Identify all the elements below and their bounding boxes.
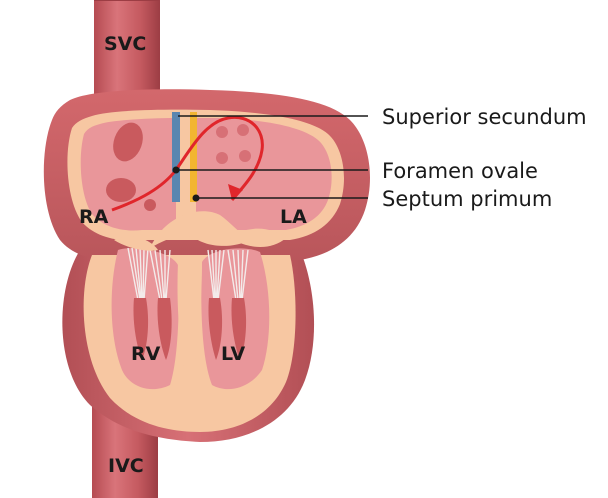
- septum-primum-label: Septum primum: [382, 187, 552, 211]
- septum-primum-band: [190, 112, 197, 202]
- ivc-label: IVC: [108, 455, 144, 477]
- coronary-sinus-opening: [144, 199, 156, 211]
- ivc-opening: [106, 178, 136, 202]
- foramen-ovale-label: Foramen ovale: [382, 159, 538, 183]
- rv-label: RV: [131, 343, 161, 365]
- septum-secundum-band: [172, 112, 180, 202]
- superior-secundum-label: Superior secundum: [382, 105, 587, 129]
- la-label: LA: [280, 206, 307, 228]
- lv-label: LV: [221, 343, 245, 365]
- ra-label: RA: [79, 206, 109, 228]
- svc-label: SVC: [104, 33, 146, 55]
